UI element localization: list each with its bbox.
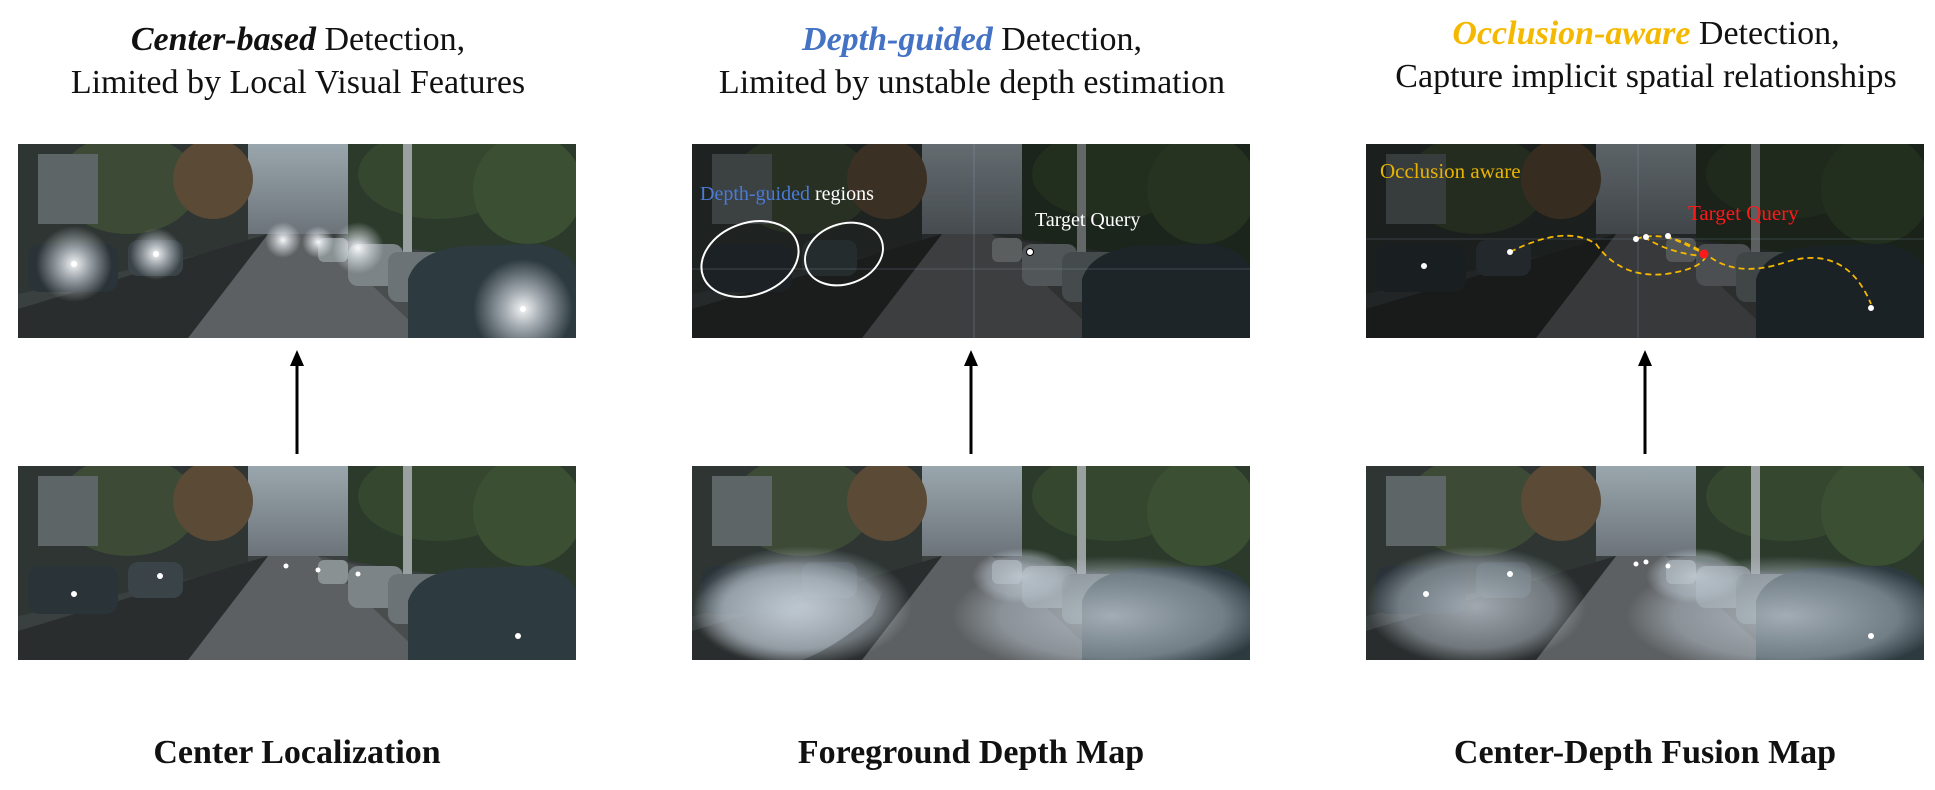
center-depth-fusion-map-image [1366, 466, 1924, 660]
title-rest: Detection, [315, 21, 466, 58]
title-subline: Limited by unstable depth estimation [718, 64, 1226, 101]
column-center-based: Center-based Detection, Limited by Local… [18, 0, 578, 790]
up-arrow-icon [964, 350, 978, 454]
caption-foreground-depth-map: Foreground Depth Map [797, 734, 1145, 771]
red-dot-icon [1699, 249, 1709, 259]
white-dot-icon [1421, 233, 1874, 311]
depth-guided-detection-image: Depth-guided regions Target Query [692, 144, 1250, 338]
column-title: Center-based Detection, Limited by Local… [0, 18, 638, 104]
caption-center-depth-fusion-map: Center-Depth Fusion Map [1453, 734, 1837, 771]
occlusion-aware-detection-image: Occlusion aware Target Query [1366, 144, 1924, 338]
caption-center-localization: Center Localization [153, 734, 441, 771]
title-rest: Detection, [1690, 15, 1840, 52]
column-title: Depth-guided Detection, Limited by unsta… [632, 18, 1312, 104]
target-query-label: Target Query [1688, 201, 1799, 225]
target-query-label: Target Query [1035, 209, 1140, 231]
title-rest: Detection, [992, 21, 1142, 58]
title-subline: Capture implicit spatial relationships [1395, 58, 1897, 95]
up-arrow-icon [1638, 350, 1652, 454]
target-point-icon [1026, 248, 1034, 256]
center-detection-image [18, 144, 576, 338]
center-localization-image [18, 466, 576, 660]
column-occlusion-aware: Occlusion-aware Detection, Capture impli… [1366, 0, 1926, 790]
column-title: Occlusion-aware Detection, Capture impli… [1306, 12, 1935, 98]
title-emphasis: Depth-guided [802, 21, 993, 58]
title-emphasis: Occlusion-aware [1452, 15, 1691, 52]
foreground-depth-map-image [692, 466, 1250, 660]
depth-regions-label: Depth-guided regions [700, 183, 874, 205]
title-emphasis: Center-based [130, 21, 316, 58]
white-dot-icon [71, 251, 526, 312]
occlusion-aware-label: Occlusion aware [1380, 159, 1521, 183]
column-depth-guided: Depth-guided Detection, Limited by unsta… [692, 0, 1252, 790]
title-subline: Limited by Local Visual Features [70, 64, 526, 101]
up-arrow-icon [290, 350, 304, 454]
